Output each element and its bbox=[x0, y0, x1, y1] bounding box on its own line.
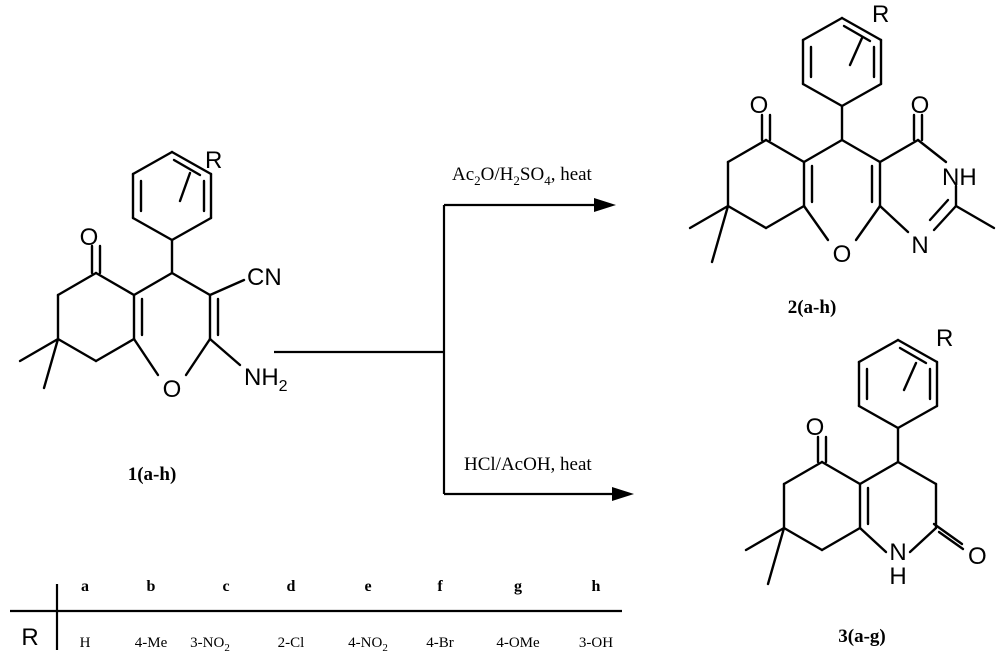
table-value-a: H bbox=[80, 635, 91, 651]
arrow-head-bottom bbox=[612, 487, 634, 501]
compound-1-amine: NH2 bbox=[244, 364, 288, 395]
table-value-e: 4-NO2 bbox=[348, 635, 388, 654]
compound-2-structure: O O O NH N R 2(a-h) bbox=[688, 1, 996, 318]
compound-2-r-substituent: R bbox=[872, 1, 889, 28]
table-value-c: 3-NO2 bbox=[190, 635, 230, 654]
condition-top: Ac2O/H2SO4, heat bbox=[452, 164, 593, 188]
compound-2-ketone-oxygen: O bbox=[750, 92, 769, 119]
substituent-table: R a b c d e f g h H 4-Me 3-NO2 2-Cl 4-NO… bbox=[10, 578, 622, 654]
table-value-f: 4-Br bbox=[426, 635, 454, 651]
table-header-g: g bbox=[514, 578, 522, 595]
table-value-h: 3-OH bbox=[579, 635, 613, 651]
table-header-h: h bbox=[592, 578, 601, 595]
compound-1-ring-oxygen: O bbox=[163, 376, 182, 403]
compound-1-structure: O O R CN NH2 1(a-h) bbox=[18, 147, 288, 485]
table-header-e: e bbox=[364, 578, 371, 595]
compound-1-r-substituent: R bbox=[205, 147, 222, 174]
compound-3-r-substituent: R bbox=[936, 325, 953, 352]
table-value-d: 2-Cl bbox=[278, 635, 305, 651]
compound-2-label: 2(a-h) bbox=[788, 297, 837, 318]
table-header-a: a bbox=[81, 578, 89, 595]
table-header-b: b bbox=[147, 578, 156, 595]
condition-bottom: HCl/AcOH, heat bbox=[464, 454, 592, 475]
compound-2-nh: NH bbox=[942, 164, 977, 191]
compound-3-amide-oxygen: O bbox=[968, 543, 987, 570]
compound-2-amide-oxygen: O bbox=[911, 92, 930, 119]
table-header-f: f bbox=[437, 578, 443, 595]
table-header-c: c bbox=[222, 578, 229, 595]
compound-3-structure: O O N H R 3(a-g) bbox=[744, 325, 987, 647]
table-value-b: 4-Me bbox=[135, 635, 168, 651]
compound-3-ketone-oxygen: O bbox=[806, 414, 825, 441]
reaction-arrows: Ac2O/H2SO4, heat HCl/AcOH, heat bbox=[274, 164, 634, 501]
table-header-d: d bbox=[287, 578, 296, 595]
table-row-label: R bbox=[21, 624, 38, 651]
compound-1-ketone-oxygen: O bbox=[80, 224, 99, 251]
compound-3-label: 3(a-g) bbox=[838, 626, 885, 647]
compound-2-phenyl-ring bbox=[801, 16, 883, 108]
compound-2-n: N bbox=[911, 232, 928, 259]
compound-3-phenyl-ring bbox=[857, 338, 939, 430]
compound-1-label: 1(a-h) bbox=[128, 464, 177, 485]
compound-1-nitrile: CN bbox=[247, 264, 282, 291]
compound-1-phenyl-ring bbox=[131, 150, 213, 242]
table-value-g: 4-OMe bbox=[496, 635, 540, 651]
compound-3-nitrogen: N bbox=[889, 539, 906, 566]
compound-3-nitrogen-hydrogen: H bbox=[889, 563, 906, 590]
compound-2-ring-oxygen: O bbox=[833, 241, 852, 268]
arrow-head-top bbox=[594, 198, 616, 212]
